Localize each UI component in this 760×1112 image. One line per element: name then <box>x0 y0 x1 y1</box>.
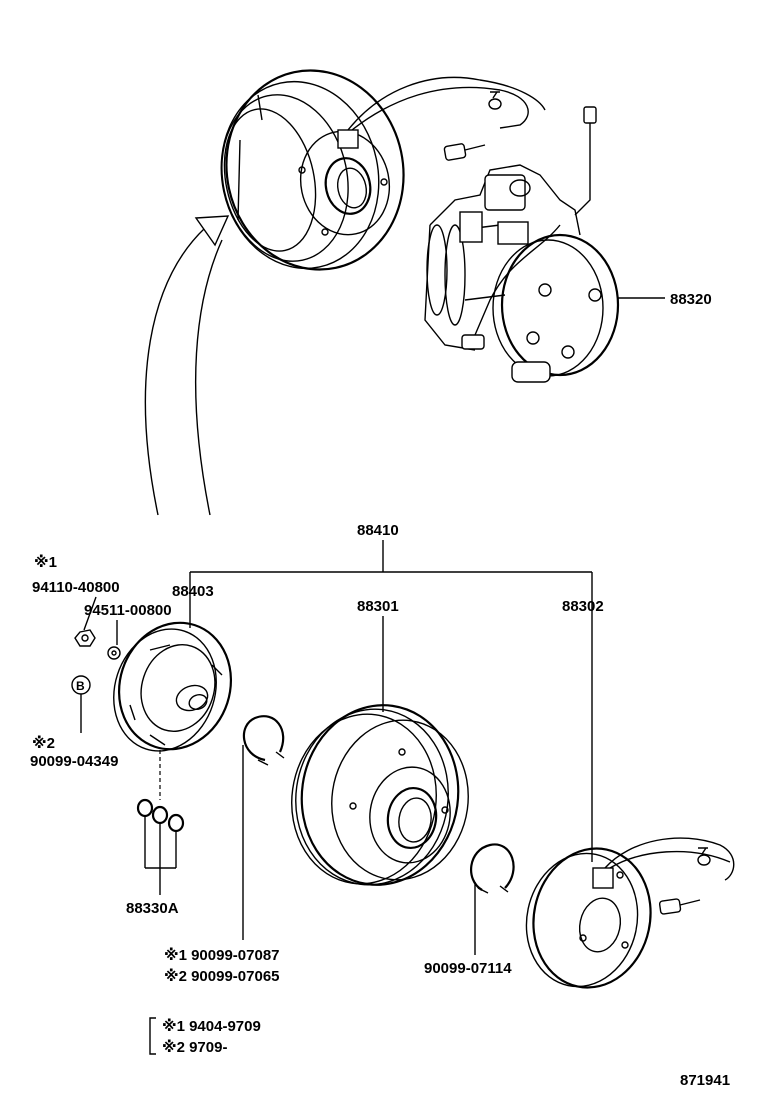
pulley <box>291 704 469 886</box>
shims <box>136 798 185 895</box>
b-mark-label: B <box>76 679 85 693</box>
label-nut: 94110-40800 <box>32 579 120 596</box>
label-snap-ring-1: ※1 90099-07087 <box>164 946 280 964</box>
label-compressor: 88320 <box>670 291 712 308</box>
pressure-plate <box>113 621 233 800</box>
label-snap-ring-stator: 90099-07114 <box>424 960 512 977</box>
label-stator: 88302 <box>562 598 604 615</box>
label-clutch-assy: 88410 <box>357 522 399 539</box>
legend-bracket <box>149 1017 156 1055</box>
snap-ring-pulley <box>242 715 285 940</box>
label-pressure-plate: 88403 <box>172 583 214 600</box>
snap-ring-stator <box>470 843 515 955</box>
enlarge-arrow <box>144 215 230 516</box>
compressor <box>424 106 665 383</box>
label-nut-note: ※1 <box>34 553 57 571</box>
clutch-enlarged-view <box>220 69 546 271</box>
stator <box>525 837 735 989</box>
label-pulley: 88301 <box>357 598 399 615</box>
label-bolt-note: ※2 <box>32 734 55 752</box>
label-shims: 88330A <box>126 900 179 917</box>
legend-line-1: ※1 9404-9709 <box>162 1017 261 1035</box>
label-washer: 94511-00800 <box>84 602 172 619</box>
diagram-number: 871941 <box>680 1072 730 1089</box>
clutch-assy-bracket <box>189 540 593 862</box>
label-snap-ring-2: ※2 90099-07065 <box>164 967 280 985</box>
legend-line-2: ※2 9709- <box>162 1038 227 1056</box>
label-bolt: 90099-04349 <box>30 753 118 770</box>
nut-washer <box>74 596 121 660</box>
